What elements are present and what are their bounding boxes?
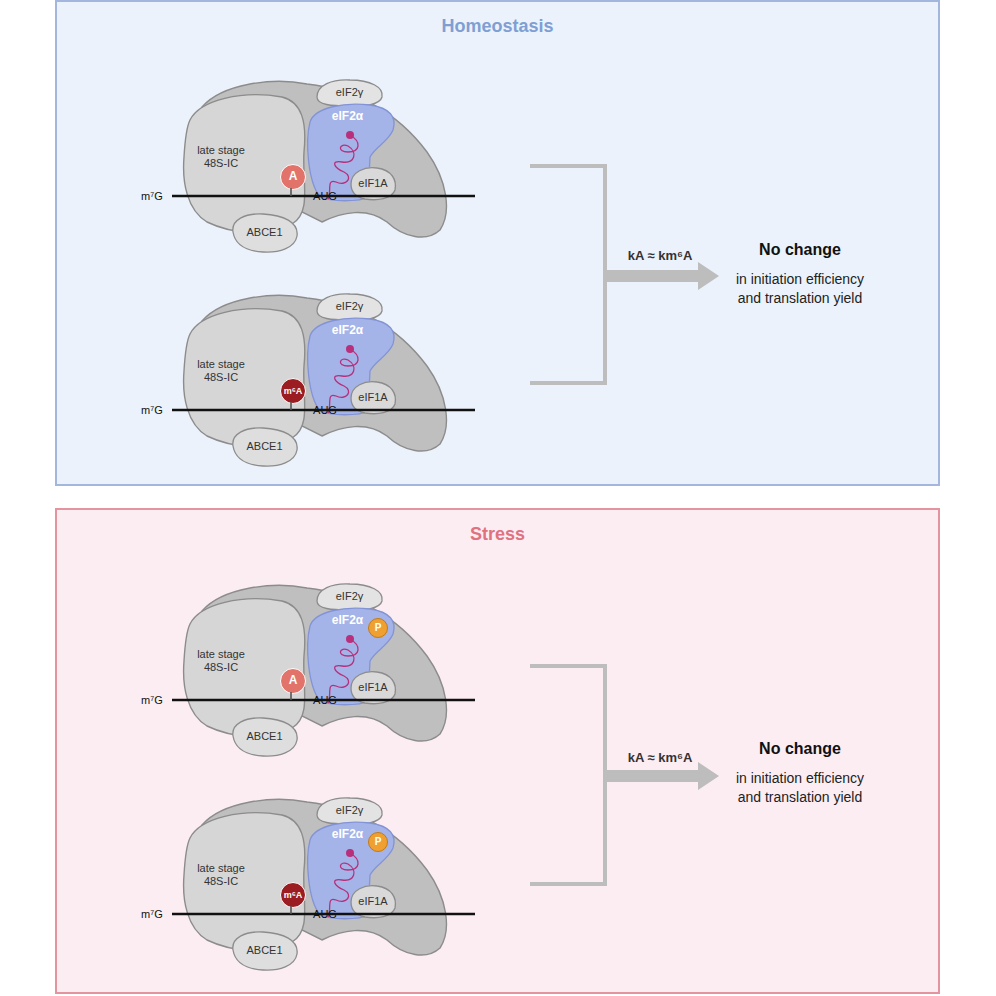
initiation-complex: late stage 48S-IC eIF2γ eIF2α eIF1A m⁶A ABCE1 <box>142 286 487 476</box>
panel-title: Stress <box>57 524 938 545</box>
node-label: late stage 48S-IC <box>190 144 252 169</box>
node-label: eIF2γ <box>312 77 387 107</box>
eif1a-factor: eIF1A <box>347 164 399 202</box>
node-label: eIF2γ <box>312 291 387 321</box>
stem-line <box>290 188 292 196</box>
codon-label: AUG <box>313 694 337 706</box>
abce1-factor: ABCE1 <box>227 928 302 973</box>
mark-circle <box>281 883 306 908</box>
eif2-gamma-subunit: eIF2γ <box>312 795 387 825</box>
ribosome-body <box>184 599 305 737</box>
node-label: eIF2γ <box>312 795 387 825</box>
eif1a-factor: eIF1A <box>347 378 399 416</box>
initiation-complex: late stage 48S-ICeIF2γeIF2αPeIF1Am⁶AABCE… <box>142 790 487 980</box>
mark-circle <box>281 669 306 694</box>
eif1a-factor: eIF1A <box>347 668 399 706</box>
node-label: m⁶A <box>280 378 306 404</box>
mark-circle <box>369 833 388 852</box>
outcome-arrow <box>605 262 719 290</box>
node-label: P <box>368 618 388 638</box>
rate-relation: kA ≈ km⁶A <box>628 248 693 263</box>
methionine-dot <box>346 849 354 857</box>
cap-label: m⁷G <box>141 404 163 416</box>
outcome-heading: No change <box>759 740 841 758</box>
node-label: ABCE1 <box>227 714 302 759</box>
condition-panel: Stresslate stage 48S-ICeIF2γeIF2αPeIF1AA… <box>55 508 940 994</box>
outcome-arrow <box>605 762 719 790</box>
phosphate-circle: P <box>368 832 388 852</box>
node-label: P <box>368 832 388 852</box>
ribosome-body <box>184 813 305 951</box>
node-label: eIF1A <box>347 164 399 202</box>
node-label: eIF2α <box>300 324 395 338</box>
mark-circle <box>369 619 388 638</box>
eif2-gamma-subunit: eIF2γ <box>312 291 387 321</box>
methionine-dot <box>346 635 354 643</box>
phosphate-circle: P <box>368 618 388 638</box>
node-label: ABCE1 <box>227 210 302 255</box>
abce1-factor: ABCE1 <box>227 210 302 255</box>
outcome-heading: No change <box>759 241 841 259</box>
node-label: A <box>280 164 306 190</box>
outcome-text: in initiation efficiency and translation… <box>735 769 865 806</box>
condition-panel: Homeostasis late stage 48S-IC eIF2γ eIF2α eI… <box>55 0 940 486</box>
mark-circle <box>281 379 306 404</box>
cap-label: m⁷G <box>141 908 163 920</box>
node-label: eIF1A <box>347 882 399 920</box>
outcome-arrows <box>605 262 719 790</box>
node-label: ABCE1 <box>227 424 302 469</box>
stem-line <box>290 906 292 914</box>
adenosine-mark: A <box>280 164 306 190</box>
node-label: m⁶A <box>280 882 306 908</box>
outcome-text: in initiation efficiency and translation… <box>735 270 865 307</box>
cap-label: m⁷G <box>141 694 163 706</box>
methionine-dot <box>346 131 354 139</box>
initiation-complex: late stage 48S-ICeIF2γeIF2αPeIF1AAABCE1 <box>142 576 487 766</box>
node-label: eIF2α <box>300 110 395 124</box>
adenosine-mark: m⁶A <box>280 882 306 908</box>
rate-relation: kA ≈ km⁶A <box>628 750 693 765</box>
eif2-gamma-subunit: eIF2γ <box>312 581 387 611</box>
eif1a-factor: eIF1A <box>347 882 399 920</box>
ribosome-body <box>184 95 305 233</box>
mrna-strands <box>172 196 475 914</box>
node-label: eIF1A <box>347 668 399 706</box>
node-label: late stage 48S-IC <box>190 648 252 673</box>
eif2-gamma-subunit: eIF2γ <box>312 77 387 107</box>
modification-stems <box>290 188 292 914</box>
node-label: late stage 48S-IC <box>190 358 252 383</box>
node-label: late stage 48S-IC <box>190 862 252 887</box>
node-label: ABCE1 <box>227 928 302 973</box>
codon-label: AUG <box>313 908 337 920</box>
node-label: A <box>280 668 306 694</box>
merge-bracket <box>530 666 605 884</box>
mrna-line <box>172 409 475 412</box>
abce1-factor: ABCE1 <box>227 714 302 759</box>
mark-circle <box>281 165 306 190</box>
initiation-complex: late stage 48S-IC eIF2γ eIF2α eIF1A A ABCE1 <box>142 72 487 262</box>
stem-line <box>290 402 292 410</box>
adenosine-mark: A <box>280 668 306 694</box>
node-label: eIF2γ <box>312 581 387 611</box>
methionine-dot <box>346 345 354 353</box>
node-label: eIF1A <box>347 378 399 416</box>
cap-label: m⁷G <box>141 190 163 202</box>
panel-title: Homeostasis <box>57 16 938 37</box>
stem-line <box>290 692 292 700</box>
brackets <box>530 166 605 884</box>
adenosine-mark: m⁶A <box>280 378 306 404</box>
mrna-line <box>172 195 475 198</box>
mrna-line <box>172 913 475 916</box>
codon-label: AUG <box>313 190 337 202</box>
abce1-factor: ABCE1 <box>227 424 302 469</box>
codon-label: AUG <box>313 404 337 416</box>
mrna-line <box>172 699 475 702</box>
ribosome-body <box>184 309 305 447</box>
merge-bracket <box>530 166 605 383</box>
